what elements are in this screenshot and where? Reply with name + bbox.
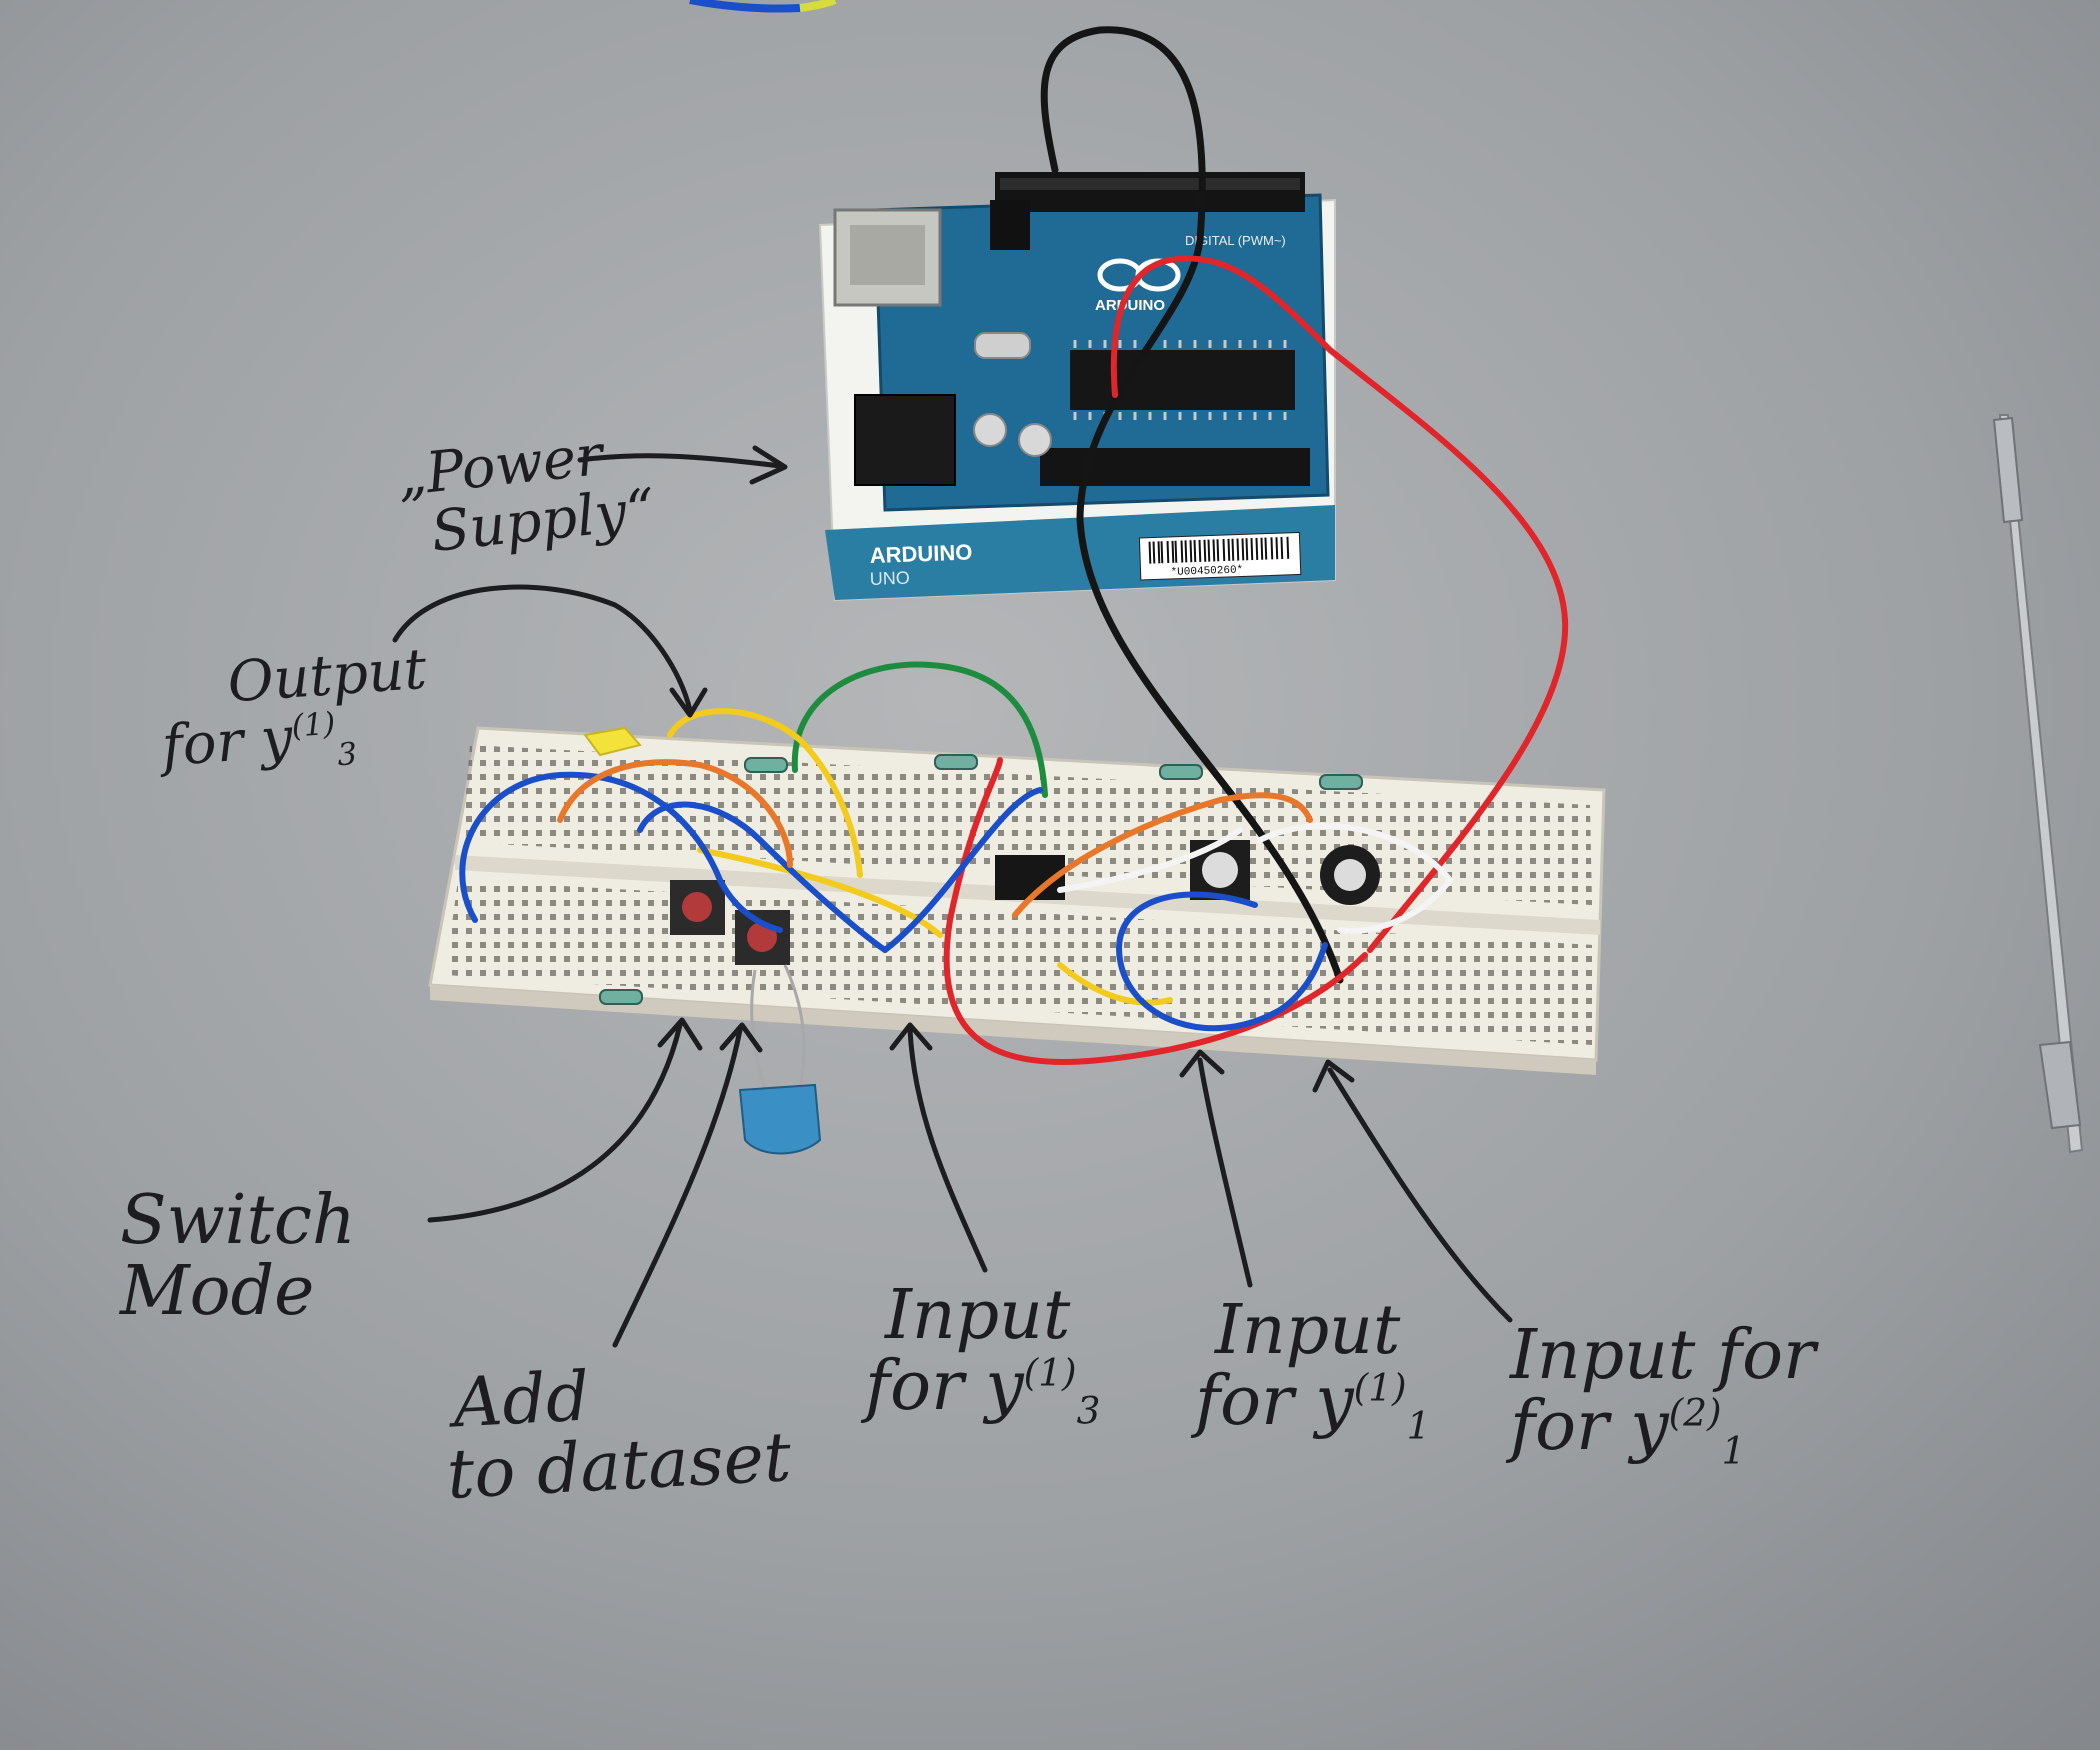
black-wire: [1040, 26, 1344, 984]
label-output-prefix: for y: [159, 705, 295, 780]
arrow-power-supply: [577, 445, 788, 485]
label-input-y13-sub: 3: [1076, 1388, 1101, 1433]
potentiometer-y11: [1190, 840, 1250, 900]
power-jack: [854, 394, 956, 486]
arrow-input-y11: [1179, 1049, 1253, 1288]
label-input-y21: Input for for y(2)1: [1510, 1320, 1816, 1471]
ceramic-capacitor: [738, 964, 822, 1155]
label-input-y21-line2: for y(2)1: [1510, 1391, 1816, 1471]
label-power-supply: „Power Supply“: [394, 422, 658, 565]
white-wire: [1057, 827, 1243, 893]
label-add-dataset: Add to dataset: [441, 1351, 793, 1516]
crystal: [974, 332, 1031, 359]
jumper-wires: [459, 26, 1569, 1065]
switch-mode-button: [670, 880, 725, 935]
blue-wire: [1116, 891, 1328, 1032]
resistor: [1319, 774, 1363, 790]
capacitor: [973, 413, 1007, 447]
yellow-wire: [667, 708, 863, 878]
label-input-y13-line1: Input: [885, 1276, 1071, 1355]
resistor: [934, 754, 978, 770]
orange-wire: [557, 759, 793, 868]
logo-text: ARDUINO: [1095, 297, 1165, 314]
label-input-y11-sub: 1: [1406, 1403, 1431, 1448]
label-switch-mode-line2: Mode: [120, 1252, 315, 1332]
yellow-wire: [1057, 962, 1173, 1006]
label-add-dataset-line2: to dataset: [445, 1418, 793, 1516]
label-input-y21-prefix: for y: [1510, 1387, 1669, 1467]
label-input-y11-sup: (1): [1353, 1365, 1407, 1410]
yellow-led: [583, 726, 642, 757]
serial-barcode: *U00450260*: [1138, 531, 1302, 581]
orange-wire: [1012, 792, 1313, 918]
label-switch-mode-line1: Switch: [120, 1181, 356, 1260]
breadboard-holes-bottom: [445, 880, 1594, 1045]
label-input-y21-sub: 1: [1721, 1428, 1746, 1473]
label-input-y11-line2: for y(1)1: [1195, 1366, 1430, 1446]
arrow-add-dataset: [612, 1022, 763, 1348]
analog-header: [1040, 448, 1310, 486]
label-input-y13: Input for y(1)3: [865, 1280, 1100, 1431]
arrow-input-y13: [889, 1022, 988, 1273]
label-input-y13-line2: for y(1)3: [865, 1351, 1100, 1431]
microcontroller-chip: [1070, 350, 1295, 410]
resistor: [599, 989, 643, 1005]
label-output: Output for y(1)3: [156, 637, 433, 784]
add-dataset-button: [735, 910, 790, 965]
capacitor: [1018, 423, 1052, 457]
box-model-text: UNO: [869, 568, 910, 589]
arduino-board: DIGITAL (PWM~) ARDUINO: [833, 172, 1330, 512]
arrow-input-y21: [1312, 1059, 1513, 1323]
resistor: [744, 757, 788, 773]
annotation-arrows: [392, 445, 1513, 1348]
arrow-switch-mode: [427, 1017, 703, 1223]
green-wire: [791, 661, 1048, 798]
potentiometer-y21: [1320, 845, 1380, 905]
label-output-sup: (1): [290, 705, 337, 745]
yellow-wire: [697, 847, 943, 938]
digital-header-label: DIGITAL (PWM~): [1185, 233, 1286, 248]
screwdriver-tool: [1992, 414, 2084, 1154]
label-input-y11-prefix: for y: [1195, 1362, 1354, 1442]
blue-wire: [459, 771, 783, 933]
resistor: [1159, 764, 1203, 780]
label-switch-mode: Switch Mode: [120, 1185, 356, 1328]
stray-wire-top: [689, 0, 837, 13]
label-input-y13-sup: (1): [1023, 1350, 1077, 1395]
blue-wire: [637, 801, 888, 953]
white-wire: [1257, 822, 1454, 934]
label-input-y11-line1: Input: [1215, 1291, 1401, 1370]
label-input-y21-line1: Input for: [1510, 1316, 1816, 1395]
serial-number-text: *U00450260*: [1170, 564, 1243, 579]
label-input-y21-sup: (2): [1668, 1390, 1722, 1435]
blue-wire: [882, 787, 1043, 953]
arrow-output: [392, 584, 708, 718]
label-output-sub: 3: [336, 735, 359, 774]
box-brand-text: ARDUINO: [869, 539, 972, 568]
label-input-y11: Input for y(1)1: [1195, 1295, 1430, 1446]
label-input-y13-prefix: for y: [865, 1347, 1024, 1427]
